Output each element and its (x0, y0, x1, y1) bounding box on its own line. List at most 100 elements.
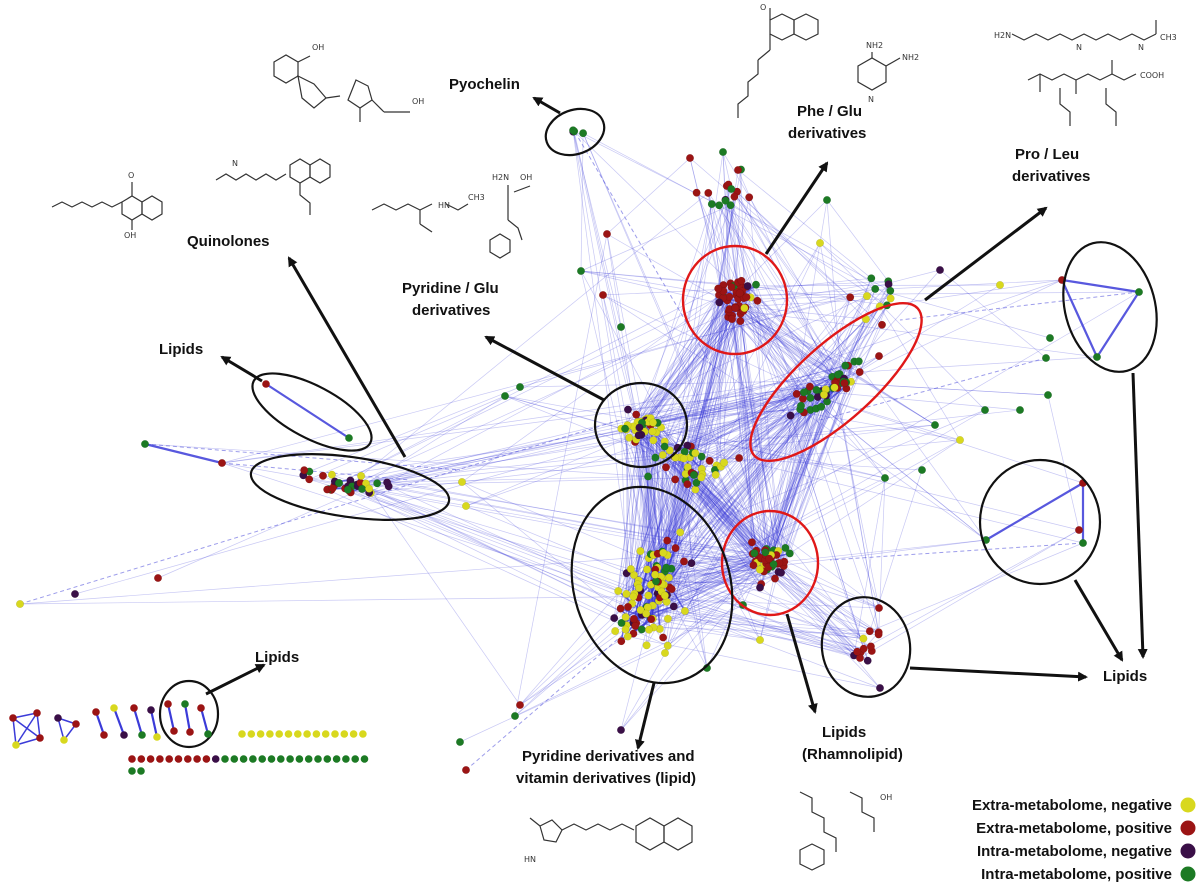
network-edge (639, 203, 713, 428)
network-edge (869, 542, 1084, 632)
network-edge (667, 297, 851, 646)
network-edge (650, 393, 797, 585)
network-edge (754, 396, 819, 554)
network-node (874, 603, 884, 613)
network-edge (1047, 394, 1080, 531)
network-edge (738, 307, 844, 382)
network-edge (777, 392, 805, 564)
network-edge (778, 388, 847, 573)
network-edge (740, 293, 838, 378)
atom-label: HN (524, 855, 536, 864)
network-edge (674, 479, 753, 543)
network-edge (773, 439, 961, 565)
network-node (217, 458, 227, 468)
network-edge (650, 405, 802, 619)
network-edge (633, 376, 833, 634)
network-edge (729, 308, 838, 381)
network-node (841, 361, 850, 370)
network-edge (1060, 279, 1099, 358)
network-edge (331, 474, 641, 592)
atom-label: CH3 (468, 193, 485, 202)
network-node (833, 370, 842, 379)
network-edge (716, 306, 881, 466)
network-node (642, 641, 651, 650)
network-edge (620, 428, 685, 562)
network-node (616, 604, 625, 613)
network-node (637, 625, 646, 634)
atom-label: H2N (994, 31, 1011, 40)
network-edge (758, 382, 846, 558)
network-node (181, 700, 189, 708)
network-edge (580, 204, 731, 272)
pro-leu-cluster-outline (749, 301, 923, 463)
network-edge (730, 204, 891, 292)
network-node (707, 200, 716, 209)
network-node (153, 573, 163, 583)
network-edge (766, 393, 798, 549)
network-edge (817, 396, 961, 441)
network-node (697, 452, 706, 461)
label-lipids-lower-left: Lipids (255, 649, 299, 666)
network-edge (757, 300, 804, 399)
network-node (351, 755, 360, 763)
legend-item-intra-positive: Intra-metabolome, positive (981, 866, 1196, 883)
network-edge (758, 382, 842, 558)
network-edge (653, 387, 838, 556)
pyridine-vitamin-cluster-outline (570, 485, 734, 685)
lipids-upper-left-cluster-outline (251, 372, 373, 452)
network-edge (606, 157, 691, 235)
network-node (365, 484, 374, 493)
network-edge (637, 300, 728, 423)
network-edge (582, 133, 766, 561)
network-edge (691, 293, 741, 473)
network-node (697, 473, 706, 482)
network-node (153, 733, 161, 741)
network-edge (652, 566, 769, 606)
network-edge (655, 580, 762, 585)
network-edge (669, 466, 722, 588)
network-edge (659, 597, 861, 653)
network-edge (771, 409, 801, 567)
network-edge (766, 569, 855, 656)
network-edge (690, 393, 797, 447)
network-edge (632, 284, 724, 427)
network-edge (664, 291, 724, 447)
network-edge (747, 285, 847, 389)
network-edge (770, 397, 811, 556)
network-edge (602, 294, 628, 426)
network-edge (617, 590, 642, 611)
network-edge (700, 297, 751, 478)
network-node (461, 501, 471, 511)
network-node (349, 730, 358, 738)
network-edge (810, 397, 987, 541)
network-edge (689, 457, 786, 549)
network-edge (606, 233, 622, 328)
network-edge (673, 561, 685, 607)
network-edge (853, 477, 886, 656)
network-node (799, 388, 808, 397)
network-edge (677, 386, 811, 449)
legend-item-intra-negative: Intra-metabolome, negative (977, 843, 1196, 860)
network-node (569, 126, 578, 135)
network-edge (821, 406, 886, 479)
network-edge (635, 558, 762, 627)
network-edge (344, 307, 739, 489)
network-edge (648, 557, 768, 570)
network-node (204, 730, 212, 738)
network-edge (641, 279, 1063, 424)
network-node (644, 591, 653, 600)
network-edge (647, 394, 825, 419)
network-edge (844, 284, 889, 366)
diaminopyridine-structure: NH2 NH2 N (857, 41, 919, 104)
atom-label: N (232, 159, 238, 168)
network-edge (149, 709, 159, 738)
network-edge (627, 425, 761, 641)
network-edge (640, 550, 879, 633)
network-node (685, 153, 695, 163)
network-edge (12, 712, 38, 719)
network-edge (640, 590, 872, 652)
network-edge (580, 270, 659, 594)
network-edge (736, 291, 1140, 296)
network-edge (668, 408, 817, 578)
network-edge (738, 298, 936, 426)
